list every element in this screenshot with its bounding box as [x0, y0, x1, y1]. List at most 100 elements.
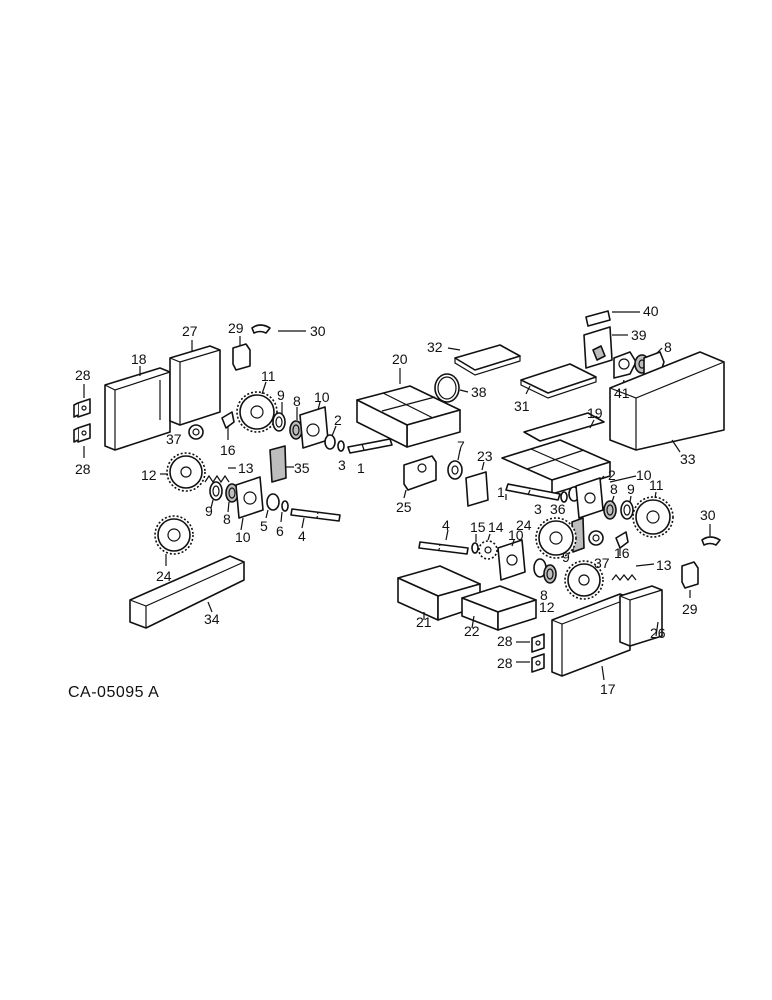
shaft-4-right: [418, 541, 469, 555]
callout: 33: [680, 451, 696, 467]
callout: 17: [600, 681, 616, 697]
washer-6: [281, 500, 289, 512]
callout: 10: [235, 529, 251, 545]
callout: 20: [392, 351, 408, 367]
plate-35: [269, 445, 287, 483]
shield-33: [609, 351, 725, 451]
callout: 11: [649, 477, 664, 493]
sprocket-12-left: [166, 452, 206, 492]
callout: 10: [508, 527, 524, 543]
idler-16-left: [221, 411, 235, 440]
bracket-28-right-lower: [531, 653, 545, 673]
sprocket-24-left: [154, 515, 194, 555]
washer-3-right: [560, 491, 568, 503]
callout: 11: [261, 368, 276, 384]
callout: 8: [540, 587, 548, 603]
box-21: [397, 565, 481, 621]
callout: 25: [396, 499, 412, 515]
callout: 18: [131, 351, 147, 367]
callout: 28: [75, 461, 91, 477]
bracket-40: [585, 310, 611, 327]
collar-7: [447, 460, 463, 480]
bracket-28-right-upper: [531, 633, 545, 653]
cover-29-right: [681, 561, 699, 589]
callout: 27: [182, 323, 198, 339]
callout: 28: [497, 633, 513, 649]
plate-32: [454, 344, 521, 376]
callout: 15: [470, 519, 486, 535]
callout: 8: [223, 511, 231, 527]
spring-13-left: [204, 474, 230, 484]
collar-2-left: [324, 434, 336, 450]
callout: 8: [664, 339, 672, 355]
plate-10-right-lower: [497, 539, 526, 581]
sprocket-37-right: [588, 530, 604, 546]
plate-39: [583, 326, 613, 369]
callout: 10: [314, 389, 330, 405]
callout: 1: [357, 460, 365, 476]
housing-20: [356, 385, 461, 448]
callout: 16: [614, 545, 630, 561]
sprocket-14: [478, 540, 498, 560]
callout: 9: [562, 549, 570, 565]
housing-19: [501, 412, 611, 495]
bearing-9-right: [620, 500, 634, 520]
callout: 24: [516, 517, 532, 533]
callout: 5: [260, 518, 268, 534]
callout: 9: [277, 387, 285, 403]
callout: 38: [471, 384, 487, 400]
callout: 6: [276, 523, 284, 539]
cover-29-left: [232, 343, 251, 371]
callout: 13: [238, 460, 254, 476]
callout: 35: [294, 460, 310, 476]
callout: 2: [334, 412, 342, 428]
shaft-1-right: [505, 483, 561, 501]
callout: 34: [204, 611, 220, 627]
collar-5: [266, 493, 280, 511]
sprocket-12-right: [564, 560, 604, 600]
shield-17: [551, 593, 631, 677]
idler-16-right: [615, 531, 629, 549]
callout: 13: [656, 557, 672, 573]
callout: 31: [514, 398, 530, 414]
callout: 29: [228, 320, 244, 336]
bearing-9-left-lower: [209, 481, 223, 501]
plate-31: [520, 363, 597, 399]
callout: 28: [75, 367, 91, 383]
washer-15: [471, 542, 479, 554]
shield-18: [104, 367, 171, 451]
callout: 24: [156, 568, 172, 584]
callout: 16: [220, 442, 236, 458]
sprocket-11-right: [632, 496, 674, 538]
shield-26: [619, 585, 663, 647]
bearing-8-right: [603, 500, 617, 520]
shield-34: [129, 555, 245, 629]
bracket-28-lower: [73, 423, 91, 443]
callout: 29: [682, 601, 698, 617]
callout: 4: [298, 528, 306, 544]
callout: 37: [166, 431, 182, 447]
callout: 1: [497, 484, 505, 500]
callout: 9: [205, 503, 213, 519]
sprocket-24-right: [535, 517, 577, 559]
bearing-8-right-lower: [543, 564, 557, 584]
seal-38: [434, 373, 460, 403]
spring-13-right: [611, 574, 637, 581]
callout: 12: [539, 599, 555, 615]
callout: 41: [614, 385, 630, 401]
callout: 30: [700, 507, 716, 523]
callout: 3: [338, 457, 346, 473]
callout: 10: [636, 467, 652, 483]
clip-30-right: [701, 536, 721, 546]
callout: 22: [464, 623, 480, 639]
callout: 32: [427, 339, 443, 355]
plate-23: [465, 471, 489, 507]
callout: 2: [608, 467, 616, 483]
callout: 26: [650, 625, 666, 641]
bracket-28-upper: [73, 398, 91, 418]
shaft-4-left: [290, 508, 341, 522]
callout: 14: [488, 519, 504, 535]
bracket-25: [403, 455, 437, 491]
callout: 3: [534, 501, 542, 517]
